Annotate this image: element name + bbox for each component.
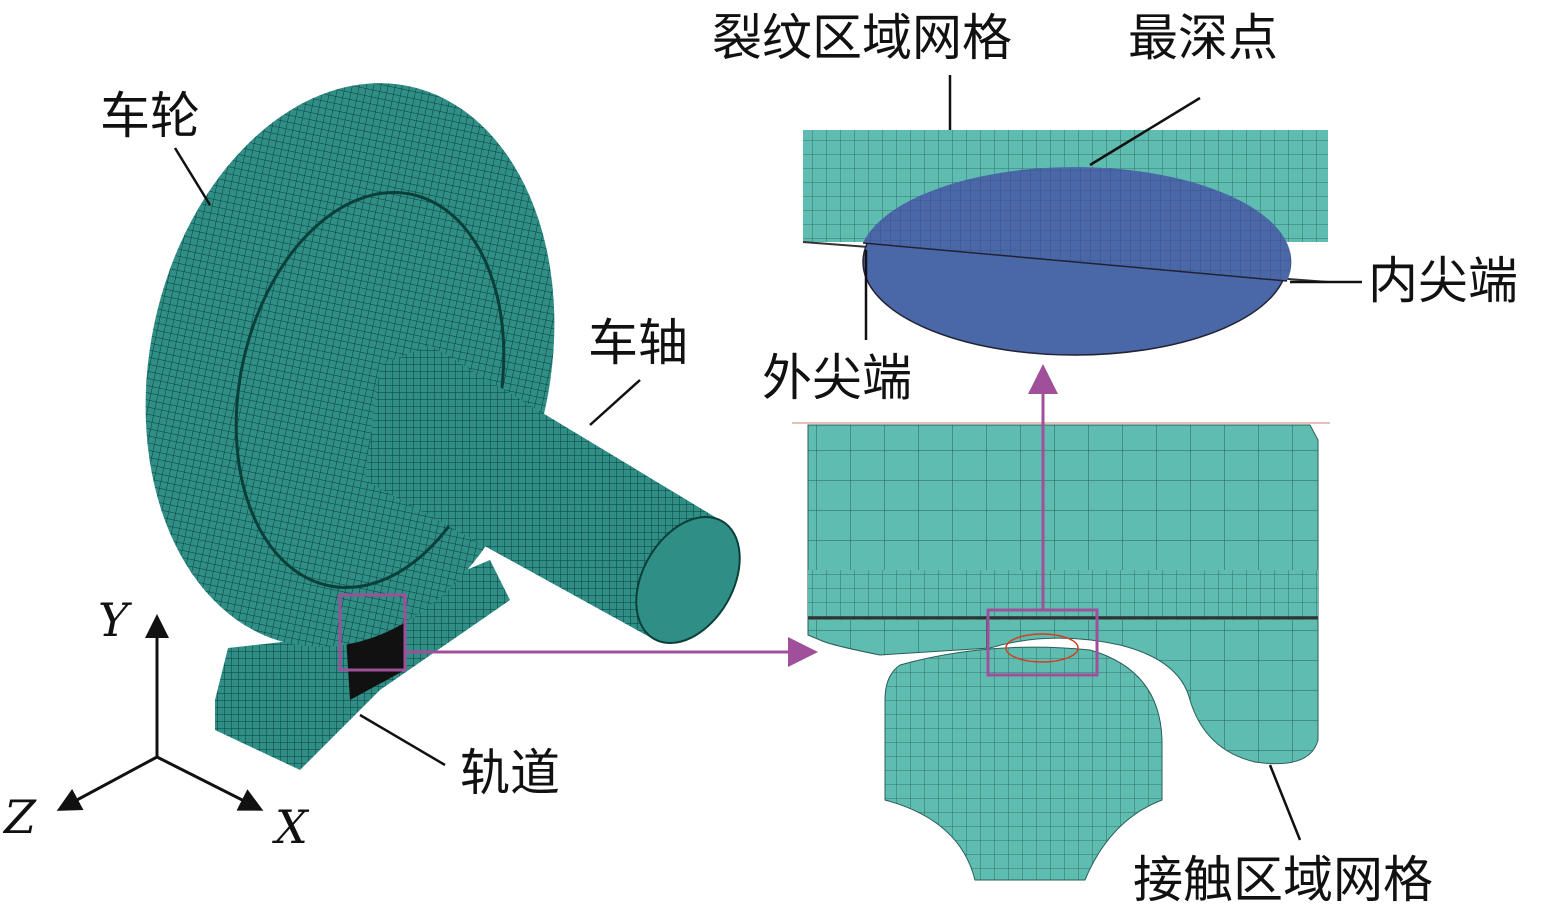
label-deepest-point: 最深点: [1128, 9, 1278, 67]
coordinate-axes: Y Z X: [2, 593, 310, 854]
axis-y-label: Y: [98, 593, 133, 647]
crack-region-mesh: [802, 130, 1329, 356]
wheel-axle-rail-model: [145, 83, 741, 770]
rail-head-mesh: [884, 646, 1163, 881]
label-axle: 车轴: [588, 314, 688, 372]
label-outer-tip: 外尖端: [762, 349, 912, 407]
label-wheel: 车轮: [100, 87, 200, 145]
label-crack-mesh: 裂纹区域网格: [712, 9, 1012, 67]
axis-x-label: X: [272, 800, 310, 854]
axle-mesh: [365, 345, 720, 640]
label-inner-tip: 内尖端: [1368, 252, 1518, 310]
highlight-box-rail-contact: [338, 593, 407, 672]
label-rail: 轨道: [460, 744, 560, 802]
contact-region-mesh: [792, 422, 1330, 881]
axis-z-label: Z: [2, 790, 37, 844]
label-contact-mesh: 接触区域网格: [1133, 851, 1433, 907]
